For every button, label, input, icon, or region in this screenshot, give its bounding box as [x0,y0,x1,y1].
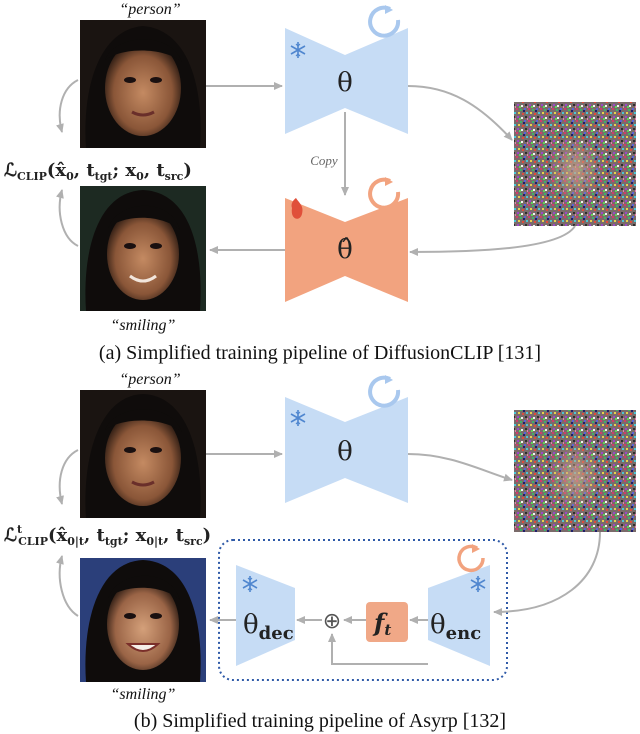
refresh-arrowhead [385,375,393,384]
refresh-arrowhead [385,5,393,14]
arrow-output-to-loss-b [56,555,79,617]
refresh-arc-icon [368,5,401,38]
source-face-image-b [80,390,206,518]
ft-block: ft [366,602,408,642]
theta-dec-label: θdec [243,610,294,644]
arrow-skip-to-sum [328,633,428,665]
encoder-block: θenc [428,565,490,666]
arrow-source-to-loss-b [56,449,79,505]
arrow-noise-to-encoder [493,531,601,616]
source-face-image-a [80,20,206,148]
prompt-smiling-b: “smiling” [111,686,176,703]
frozen-model-b: θ [285,397,408,503]
theta-label-a: θ [337,68,353,98]
arrow-model-to-noise-b [407,453,513,482]
copy-label: Copy [310,153,338,168]
arrow-source-to-loss-a [56,79,79,133]
ft-label: ft [372,608,391,639]
loss-clip-a: ℒCLIP(x̂0, ttgt; x0, tsrc) [4,160,192,183]
noisy-image-a [514,102,636,226]
refresh-arc-icon [368,177,401,210]
prompt-smiling-a: “smiling” [111,317,176,334]
theta-hat-label-a: θ̂ [337,235,353,265]
refresh-arrowhead [385,177,393,186]
copy-label-bg [305,152,343,170]
prompt-person-a: “person” [119,1,180,18]
trainable-model-a: θ̂ [285,198,408,302]
refresh-arc-icon [368,375,401,408]
arrow-model-to-noise-a [407,85,513,141]
target-face-image-a [80,186,206,311]
asyrp-module-box [218,539,508,681]
refresh-arrowhead [472,544,480,553]
noisy-image-b [514,410,636,532]
sum-operator: ⊕ [323,609,341,634]
frozen-model-a: θ [285,28,408,134]
fire-icon [291,198,303,219]
prompt-person-b: “person” [119,371,180,388]
decoder-block: θdec [236,565,295,666]
caption-b: (b) Simplified training pipeline of Asyr… [134,710,506,732]
theta-label-b: θ [337,437,353,467]
arrow-noise-to-trainable-a [409,225,576,256]
target-face-image-b [80,558,206,682]
refresh-arc-icon [457,544,485,573]
caption-a: (a) Simplified training pipeline of Diff… [99,342,541,364]
arrow-output-to-loss-a [56,189,79,247]
theta-enc-label: θenc [430,610,481,644]
